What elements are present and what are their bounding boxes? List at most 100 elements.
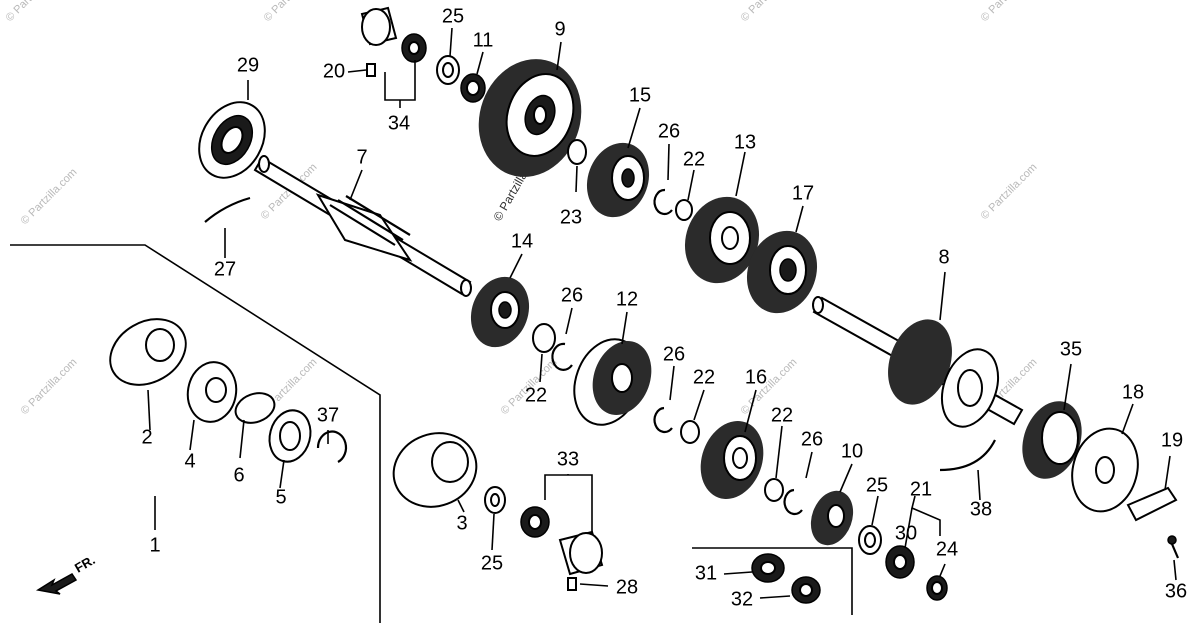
circlip-37: [316, 430, 348, 463]
bearing-29: [198, 101, 266, 179]
callout-26-b: 26: [561, 284, 583, 306]
watermark: © Partzilla.com: [4, 0, 65, 24]
callout-38: 38: [970, 498, 992, 520]
callout-34: 34: [388, 112, 410, 134]
callout-9: 9: [554, 18, 565, 40]
callout-32: 32: [731, 588, 753, 610]
callout-22-d: 22: [771, 404, 793, 426]
bearing-30: [885, 545, 915, 579]
cam-2: [109, 318, 187, 386]
bearing-32: [791, 576, 821, 604]
washer-25-right: [858, 525, 882, 555]
bushing-11: [460, 73, 486, 103]
callout-8: 8: [938, 246, 949, 268]
gear-14: [470, 276, 530, 348]
washer-25-lower: [484, 486, 506, 514]
callout-37: 37: [317, 404, 339, 426]
callout-13: 13: [734, 131, 756, 153]
gear-16: [700, 421, 764, 499]
callout-19: 19: [1161, 429, 1183, 451]
callout-2: 2: [141, 426, 152, 448]
callout-27: 27: [214, 258, 236, 280]
callout-4: 4: [184, 450, 195, 472]
callout-25-b: 25: [866, 474, 888, 496]
watermark: © Partzilla.com: [739, 0, 800, 24]
callout-26-c: 26: [663, 343, 685, 365]
front-direction-arrow: FR.: [35, 552, 98, 595]
frame-bottom: [692, 547, 853, 615]
gear-12: [573, 338, 652, 426]
callout-6: 6: [233, 464, 244, 486]
washer-22-right: [764, 478, 784, 502]
sprocket-18: [1071, 427, 1139, 513]
gear-15: [586, 142, 650, 218]
callout-10: 10: [841, 440, 863, 462]
callout-36: 36: [1165, 580, 1187, 602]
washer-23: [567, 139, 587, 165]
callout-3: 3: [456, 512, 467, 534]
bearing-33: [520, 506, 604, 576]
gear-9: [478, 59, 582, 177]
mainshaft: [253, 155, 472, 297]
callout-30: 30: [895, 522, 917, 544]
direction-label: FR.: [72, 552, 98, 575]
cage-6: [234, 392, 276, 424]
circlip-26-right: [783, 488, 803, 516]
callout-15: 15: [629, 84, 651, 106]
callout-31: 31: [695, 562, 717, 584]
callout-16: 16: [745, 366, 767, 388]
washer-5: [268, 409, 312, 463]
callout-7: 7: [356, 146, 367, 168]
callout-24: 24: [936, 538, 958, 560]
pin-20: [366, 63, 376, 77]
circlip-26-mid: [551, 342, 573, 371]
callout-25-a: 25: [442, 5, 464, 27]
oil-seal-35: [1022, 401, 1082, 479]
callout-18: 18: [1122, 381, 1144, 403]
callouts: 1 2 3 4 5 6 7 8 9 10 11 12 13 14 15 16 1…: [141, 5, 1187, 610]
callout-5: 5: [275, 486, 286, 508]
pin-28: [567, 577, 577, 591]
washer-22-mid: [532, 323, 556, 353]
watermark: © Partzilla.com: [979, 0, 1040, 24]
callout-22-b: 22: [525, 384, 547, 406]
callout-17: 17: [792, 182, 814, 204]
gear-10: [810, 490, 854, 546]
washer-24: [926, 575, 948, 601]
callout-26-d: 26: [801, 428, 823, 450]
callout-1: 1: [149, 534, 160, 556]
callout-23: 23: [560, 206, 582, 228]
callout-11: 11: [473, 29, 494, 51]
leader-lines: [147, 27, 1177, 599]
callout-25-c: 25: [481, 552, 503, 574]
callout-21: 21: [910, 478, 932, 500]
circlip-26-lower: [653, 406, 673, 434]
callout-22-a: 22: [683, 148, 705, 170]
frame-left: [10, 244, 381, 623]
callout-26-a: 26: [658, 120, 680, 142]
watermark: © Partzilla.com: [19, 356, 80, 417]
plate-19: [1126, 486, 1178, 522]
clip-27: [204, 196, 251, 223]
callout-14: 14: [511, 230, 533, 252]
callout-12: 12: [616, 288, 638, 310]
callout-22-c: 22: [693, 366, 715, 388]
washer-22-lower: [680, 420, 700, 444]
watermark: © Partzilla.com: [979, 161, 1040, 222]
countershaft: [812, 296, 1024, 428]
washer-22-top: [675, 199, 693, 221]
washer-25-top: [436, 55, 460, 85]
gear-17: [746, 230, 818, 314]
bolt-36: [1167, 535, 1180, 559]
callout-28: 28: [616, 576, 638, 598]
gear-4: [186, 361, 238, 423]
circlip-26-top: [653, 188, 673, 216]
callout-29: 29: [237, 54, 259, 76]
clip-38: [939, 439, 996, 472]
callout-20: 20: [323, 60, 345, 82]
cam-3: [392, 432, 478, 508]
bearing-34: [360, 6, 427, 63]
callout-35: 35: [1060, 338, 1082, 360]
